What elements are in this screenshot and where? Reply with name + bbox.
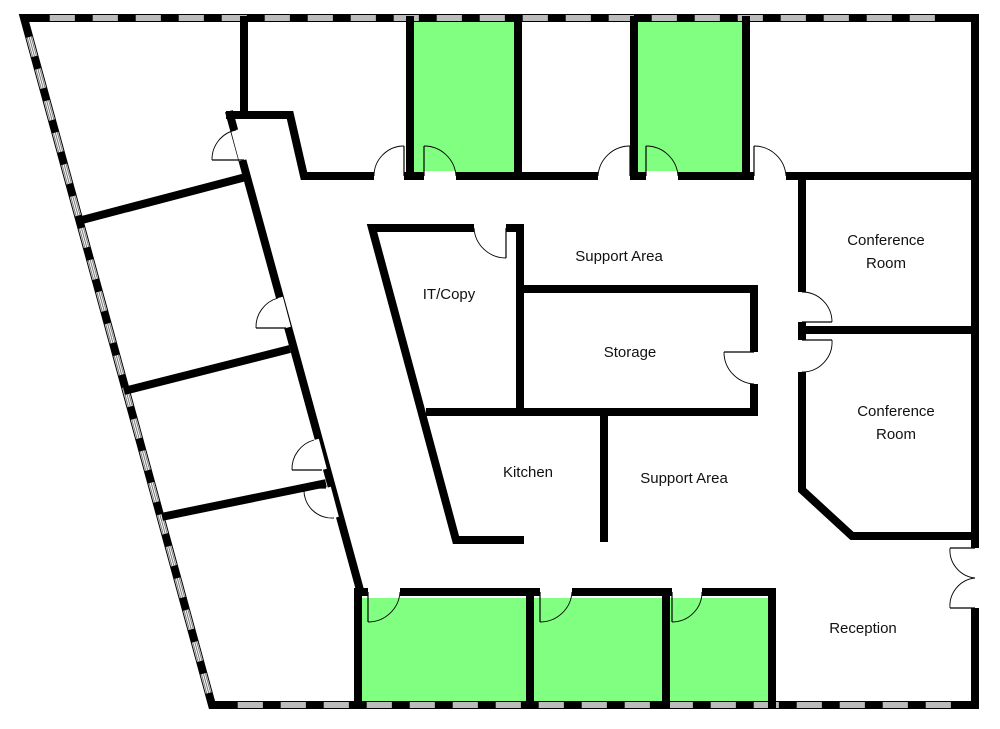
office-bottom-3-highlight	[670, 598, 770, 702]
window	[866, 15, 892, 21]
door-storage	[723, 351, 759, 385]
door-top-office-3	[597, 145, 631, 181]
window	[178, 15, 204, 21]
label-support-area-mid: Support Area	[640, 470, 728, 487]
label-it-copy: IT/Copy	[423, 286, 476, 303]
window	[92, 15, 118, 21]
window	[737, 15, 763, 21]
label-conference-room-2-line2: Room	[876, 426, 916, 443]
window	[174, 577, 186, 599]
door-left-office-4	[303, 486, 339, 520]
door-top-office-1	[373, 145, 405, 181]
window	[113, 354, 125, 376]
door-main-entrance	[949, 547, 980, 609]
window	[925, 702, 951, 708]
windows	[26, 15, 951, 708]
office-top-right-highlight	[638, 22, 744, 176]
window	[436, 15, 462, 21]
window	[49, 15, 75, 21]
window	[323, 702, 349, 708]
window	[796, 702, 822, 708]
window	[780, 15, 806, 21]
window	[350, 15, 376, 21]
door-left-office-3	[291, 438, 327, 472]
window	[479, 15, 505, 21]
door-it-copy	[473, 223, 507, 259]
window	[909, 15, 935, 21]
room-labels: Support Area IT/Copy Storage Kitchen Sup…	[423, 232, 935, 637]
interior-walls	[77, 16, 976, 708]
door-left-office-2	[255, 296, 291, 330]
window	[280, 702, 306, 708]
window	[183, 609, 195, 631]
window	[667, 702, 693, 708]
label-support-area-top: Support Area	[575, 248, 663, 265]
window	[565, 15, 591, 21]
label-conference-room-1-line2: Room	[866, 255, 906, 272]
door-bottom-office-1	[367, 587, 401, 623]
window	[135, 15, 161, 21]
window	[52, 131, 64, 153]
door-top-office-5	[753, 145, 787, 181]
door-left-office-1	[211, 128, 249, 162]
window	[823, 15, 849, 21]
window	[35, 68, 47, 90]
doors	[211, 128, 980, 623]
window	[139, 450, 151, 471]
office-top-left-highlight	[414, 22, 516, 176]
door-top-office-4	[645, 145, 679, 181]
window	[237, 702, 263, 708]
window	[624, 702, 650, 708]
window	[130, 418, 142, 440]
window	[104, 322, 116, 344]
highlighted-offices	[362, 22, 770, 702]
office-bottom-2-highlight	[534, 598, 664, 702]
window	[69, 195, 81, 217]
window	[839, 702, 865, 708]
window	[148, 481, 160, 503]
window	[710, 702, 736, 708]
window	[307, 15, 333, 21]
window	[495, 702, 521, 708]
label-conference-room-2-line1: Conference	[857, 403, 935, 420]
window	[694, 15, 720, 21]
door-bottom-office-2	[539, 587, 573, 623]
window	[452, 702, 478, 708]
window	[882, 702, 908, 708]
window	[264, 15, 290, 21]
office-bottom-1-highlight	[362, 598, 528, 702]
door-bottom-office-3	[671, 587, 703, 623]
window	[409, 702, 435, 708]
window	[538, 702, 564, 708]
window	[651, 15, 677, 21]
window	[366, 702, 392, 708]
window	[522, 15, 548, 21]
window	[61, 163, 73, 185]
window	[191, 641, 203, 662]
door-top-office-2	[423, 145, 457, 181]
window	[43, 99, 55, 121]
window	[581, 702, 607, 708]
door-conference-2	[797, 339, 833, 373]
label-reception: Reception	[829, 620, 897, 637]
window	[26, 36, 38, 58]
door-conference-1	[797, 291, 833, 323]
label-kitchen: Kitchen	[503, 464, 553, 481]
label-conference-room-1-line1: Conference	[847, 232, 925, 249]
window	[200, 672, 212, 694]
window	[608, 15, 634, 21]
window	[96, 290, 108, 312]
window	[165, 545, 177, 567]
window	[87, 259, 99, 280]
window	[78, 227, 90, 249]
label-storage: Storage	[604, 344, 657, 361]
